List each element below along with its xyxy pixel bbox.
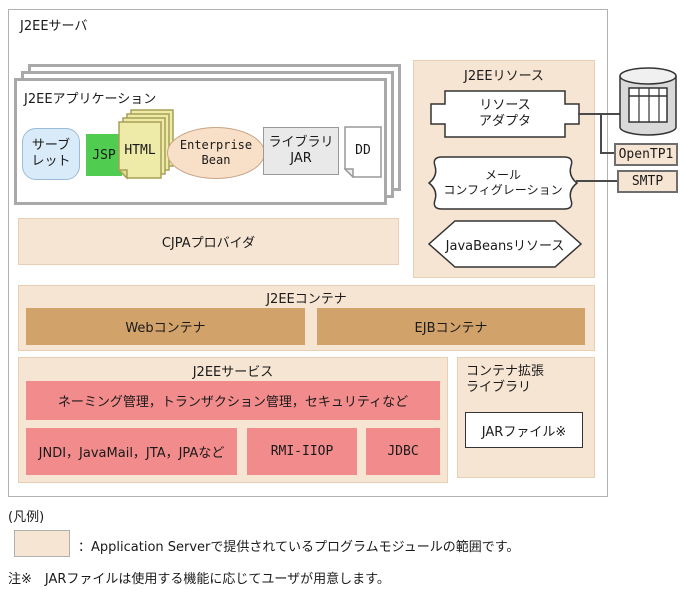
jar-file-label: JARファイル※ bbox=[481, 424, 567, 440]
html-pages-icon: HTML bbox=[118, 109, 174, 181]
legend-text: ：Application Serverで提供されているプログラムモジュールの範囲… bbox=[78, 540, 520, 555]
services-jdbc-label: JDBC bbox=[387, 444, 419, 459]
adapter-opentp1-connector-vertical bbox=[600, 113, 602, 154]
web-container-box: Webコンテナ bbox=[26, 308, 305, 345]
j2ee-services-title: J2EEサービス bbox=[192, 364, 274, 380]
ejb-container-label: EJBコンテナ bbox=[414, 321, 488, 336]
html-label: HTML bbox=[124, 142, 156, 158]
services-row1-box: ネーミング管理，トランザクション管理，セキュリティなど bbox=[26, 381, 440, 420]
smtp-label: SMTP bbox=[631, 174, 664, 189]
j2ee-resources-title: J2EEリソース bbox=[464, 68, 544, 84]
servlet-node: サーブレット bbox=[22, 128, 80, 180]
services-row1-label: ネーミング管理，トランザクション管理，セキュリティなど bbox=[57, 395, 409, 410]
resource-adapter-label: リソースアダプタ bbox=[478, 97, 531, 129]
dd-page-icon: DD bbox=[344, 126, 382, 178]
smtp-box: SMTP bbox=[617, 170, 678, 193]
web-container-label: Webコンテナ bbox=[125, 321, 206, 336]
database-icon bbox=[618, 66, 678, 138]
jar-file-box: JARファイル※ bbox=[465, 412, 583, 448]
adapter-opentp1-connector-horizontal bbox=[600, 152, 616, 154]
javabeans-resource-label: JavaBeansリソース bbox=[445, 238, 565, 254]
services-jdbc-box: JDBC bbox=[366, 428, 440, 475]
legend-heading: (凡例) bbox=[8, 510, 45, 525]
services-rmi-iiop-box: RMI-IIOP bbox=[247, 428, 357, 475]
footnote-text: 注※ JARファイルは使用する機能に応じてユーザが用意します。 bbox=[8, 572, 390, 587]
jsp-label: JSP bbox=[92, 147, 116, 163]
application-title: J2EEアプリケーション bbox=[24, 92, 157, 107]
mail-configuration-node: メールコンフィグレーション bbox=[428, 156, 578, 210]
dd-label: DD bbox=[355, 142, 371, 158]
cjpa-provider-box: CJPAプロバイダ bbox=[18, 218, 399, 265]
cjpa-provider-label: CJPAプロバイダ bbox=[161, 236, 256, 251]
ejb-container-box: EJBコンテナ bbox=[317, 308, 585, 345]
javabeans-resource-node: JavaBeansリソース bbox=[428, 220, 582, 268]
j2ee-container-title: J2EEコンテナ bbox=[266, 291, 347, 307]
services-jndi-box: JNDI，JavaMail，JTA，JPAなど bbox=[26, 428, 237, 475]
opentp1-box: OpenTP1 bbox=[614, 143, 678, 166]
j2ee-server-title: J2EEサーバ bbox=[20, 19, 88, 34]
adapter-db-connector bbox=[578, 113, 620, 115]
mail-configuration-label: メールコンフィグレーション bbox=[443, 168, 563, 197]
servlet-label: サーブレット bbox=[31, 137, 71, 169]
container-extension-title: コンテナ拡張ライブラリ bbox=[466, 364, 545, 396]
legend-swatch bbox=[14, 530, 70, 557]
mail-smtp-connector bbox=[576, 180, 619, 182]
jsp-node: JSP bbox=[86, 134, 122, 176]
services-rmi-iiop-label: RMI-IIOP bbox=[270, 444, 334, 459]
resource-adapter-node: リソースアダプタ bbox=[430, 90, 580, 138]
opentp1-label: OpenTP1 bbox=[618, 147, 674, 162]
services-jndi-label: JNDI，JavaMail，JTA，JPAなど bbox=[38, 446, 225, 461]
